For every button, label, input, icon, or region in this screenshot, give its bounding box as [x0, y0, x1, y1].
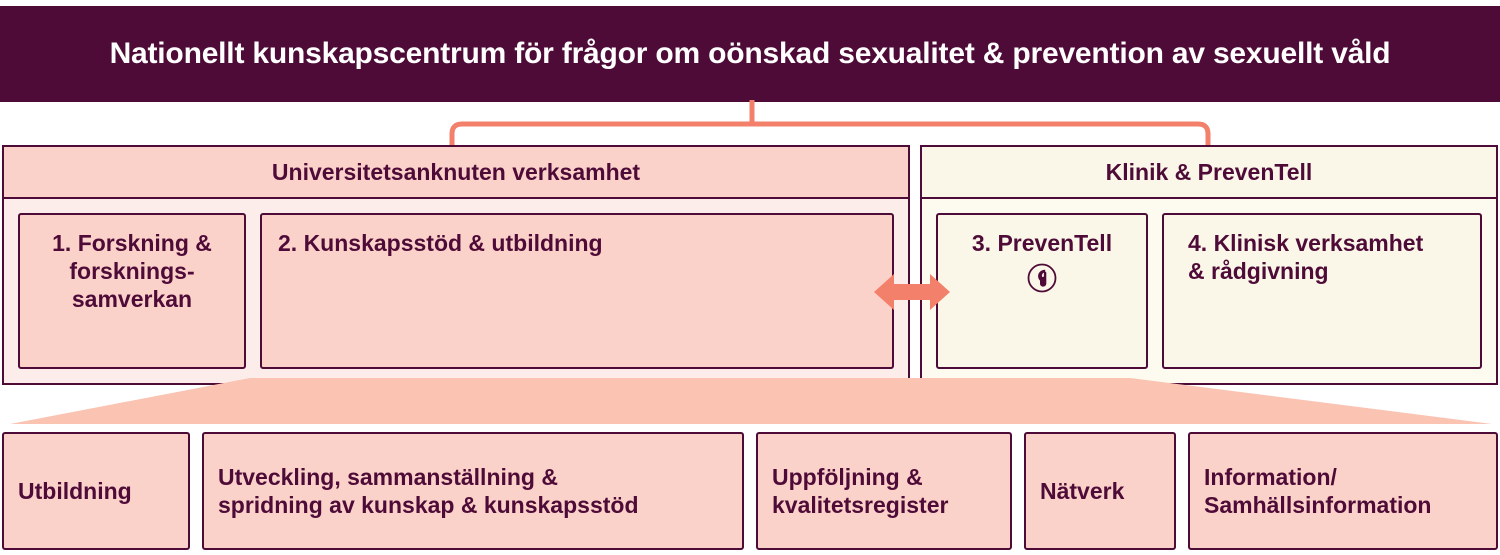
chip-uppfoljning[interactable]: Uppföljning &kvalitetsregister [756, 432, 1012, 550]
funnel-shape-icon [10, 378, 1492, 424]
panel-header-universitetsanknuten: Universitetsanknuten verksamhet [4, 147, 908, 199]
chip-natverk-label: Nätverk [1040, 477, 1125, 504]
panel-header-label: Klinik & PrevenTell [1105, 158, 1313, 185]
chip-utbildning-label: Utbildning [18, 477, 132, 504]
panel-universitetsanknuten: Universitetsanknuten verksamhet 1. Forsk… [2, 145, 910, 385]
panel-klinik-preventell: Klinik & PrevenTell 3. PrevenTell 4. Kli… [920, 145, 1498, 385]
chip-utveckling[interactable]: Utveckling, sammanställning &spridning a… [202, 432, 744, 550]
bracket-connector-icon [449, 100, 1211, 152]
card-forskning-label: 1. Forskning &forsknings-samverkan [52, 230, 212, 313]
panel-header-label: Universitetsanknuten verksamhet [271, 158, 641, 185]
panel-body-universitetsanknuten: 1. Forskning &forsknings-samverkan 2. Ku… [4, 199, 908, 383]
chip-information-label: Information/Samhällsinformation [1204, 463, 1432, 518]
page-title: Nationellt kunskapscentrum för frågor om… [109, 37, 1391, 70]
panel-header-klinik-preventell: Klinik & PrevenTell [922, 147, 1496, 199]
bottom-activities-row: Utbildning Utveckling, sammanställning &… [2, 432, 1498, 550]
card-preventell-label: 3. PrevenTell [971, 230, 1113, 256]
card-kunskapsstod-label: 2. Kunskapsstöd & utbildning [278, 230, 603, 256]
panel-body-klinik-preventell: 3. PrevenTell 4. Klinisk verksamhet& råd… [922, 199, 1496, 383]
chip-utbildning[interactable]: Utbildning [2, 432, 190, 550]
double-headed-arrow-icon [874, 274, 950, 310]
card-klinisk-verksamhet-label: 4. Klinisk verksamhet& rådgivning [1188, 230, 1424, 285]
phone-icon [1027, 263, 1057, 293]
card-klinisk-verksamhet[interactable]: 4. Klinisk verksamhet& rådgivning [1162, 213, 1482, 369]
chip-natverk[interactable]: Nätverk [1024, 432, 1176, 550]
card-forskning[interactable]: 1. Forskning &forsknings-samverkan [18, 213, 246, 369]
card-preventell[interactable]: 3. PrevenTell [936, 213, 1148, 369]
chip-utveckling-label: Utveckling, sammanställning &spridning a… [218, 463, 639, 518]
chip-uppfoljning-label: Uppföljning &kvalitetsregister [772, 463, 949, 518]
chip-information[interactable]: Information/Samhällsinformation [1188, 432, 1498, 550]
diagram-title-bar: Nationellt kunskapscentrum för frågor om… [0, 6, 1500, 102]
card-kunskapsstod[interactable]: 2. Kunskapsstöd & utbildning [260, 213, 894, 369]
